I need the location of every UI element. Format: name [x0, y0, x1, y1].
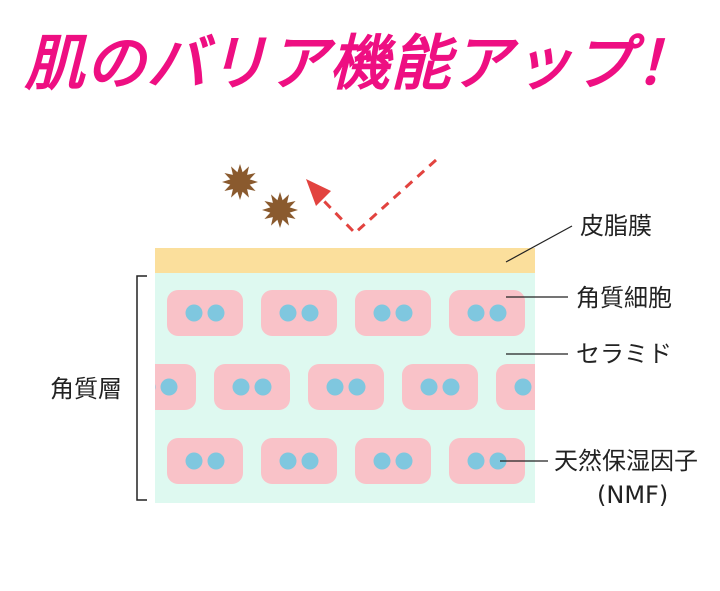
nmf-dot [373, 304, 391, 322]
nmf-dot [279, 304, 297, 322]
nmf-dot [207, 452, 225, 470]
keratinocyte-cell [167, 438, 243, 484]
nmf-dot [301, 304, 319, 322]
page-title: 肌のバリア機能アップ！ [24, 29, 696, 99]
keratinocyte-cell [167, 290, 243, 336]
nmf-dot [373, 452, 391, 470]
keratinocyte-cell [402, 364, 478, 410]
keratinocyte-cell [261, 438, 337, 484]
nmf-label-line2: (NMF) [597, 481, 669, 509]
stratum-corneum-label: 角質層 [50, 375, 122, 403]
nmf-dot [160, 378, 178, 396]
sebum-film-label: 皮脂膜 [580, 212, 652, 240]
keratinocyte-cell [155, 364, 196, 410]
nmf-dot [326, 378, 344, 396]
keratinocyte-cell [214, 364, 290, 410]
keratinocyte-cell [449, 290, 525, 336]
keratinocyte-label: 角質細胞 [576, 284, 672, 312]
nmf-dot [185, 304, 203, 322]
nmf-dot [301, 452, 319, 470]
nmf-dot [420, 378, 438, 396]
keratinocyte-cell [355, 290, 431, 336]
deflection-arrow [318, 158, 438, 236]
keratinocyte-cell [496, 364, 535, 410]
nmf-dot [489, 304, 507, 322]
arrow-head-icon [306, 179, 331, 206]
nmf-dot [185, 452, 203, 470]
nmf-dot [395, 304, 413, 322]
nmf-dot [232, 378, 250, 396]
nmf-dot [348, 378, 366, 396]
keratinocyte-cell [449, 438, 525, 484]
irritant-particle-icon [262, 192, 298, 228]
stratum-corneum-bracket [136, 275, 147, 501]
nmf-dot [155, 384, 156, 390]
keratinocyte-cell [308, 364, 384, 410]
nmf-dot [442, 378, 460, 396]
nmf-dot [537, 379, 554, 396]
nmf-dot [207, 304, 225, 322]
keratinocyte-cells [155, 290, 554, 484]
keratinocyte-cell [355, 438, 431, 484]
nmf-dot [395, 452, 413, 470]
nmf-dot [279, 452, 297, 470]
nmf-dot [254, 378, 272, 396]
sebum-film-layer [155, 248, 535, 273]
irritant-particle-icon [222, 164, 258, 200]
nmf-label-line1: 天然保湿因子 [554, 447, 698, 475]
nmf-dot [467, 304, 485, 322]
keratinocyte-cell [261, 290, 337, 336]
sebum-film-leader [505, 225, 573, 263]
nmf-dot [467, 452, 485, 470]
nmf-dot [489, 452, 507, 470]
ceramide-label: セラミド [576, 340, 672, 368]
nmf-dot [514, 378, 532, 396]
